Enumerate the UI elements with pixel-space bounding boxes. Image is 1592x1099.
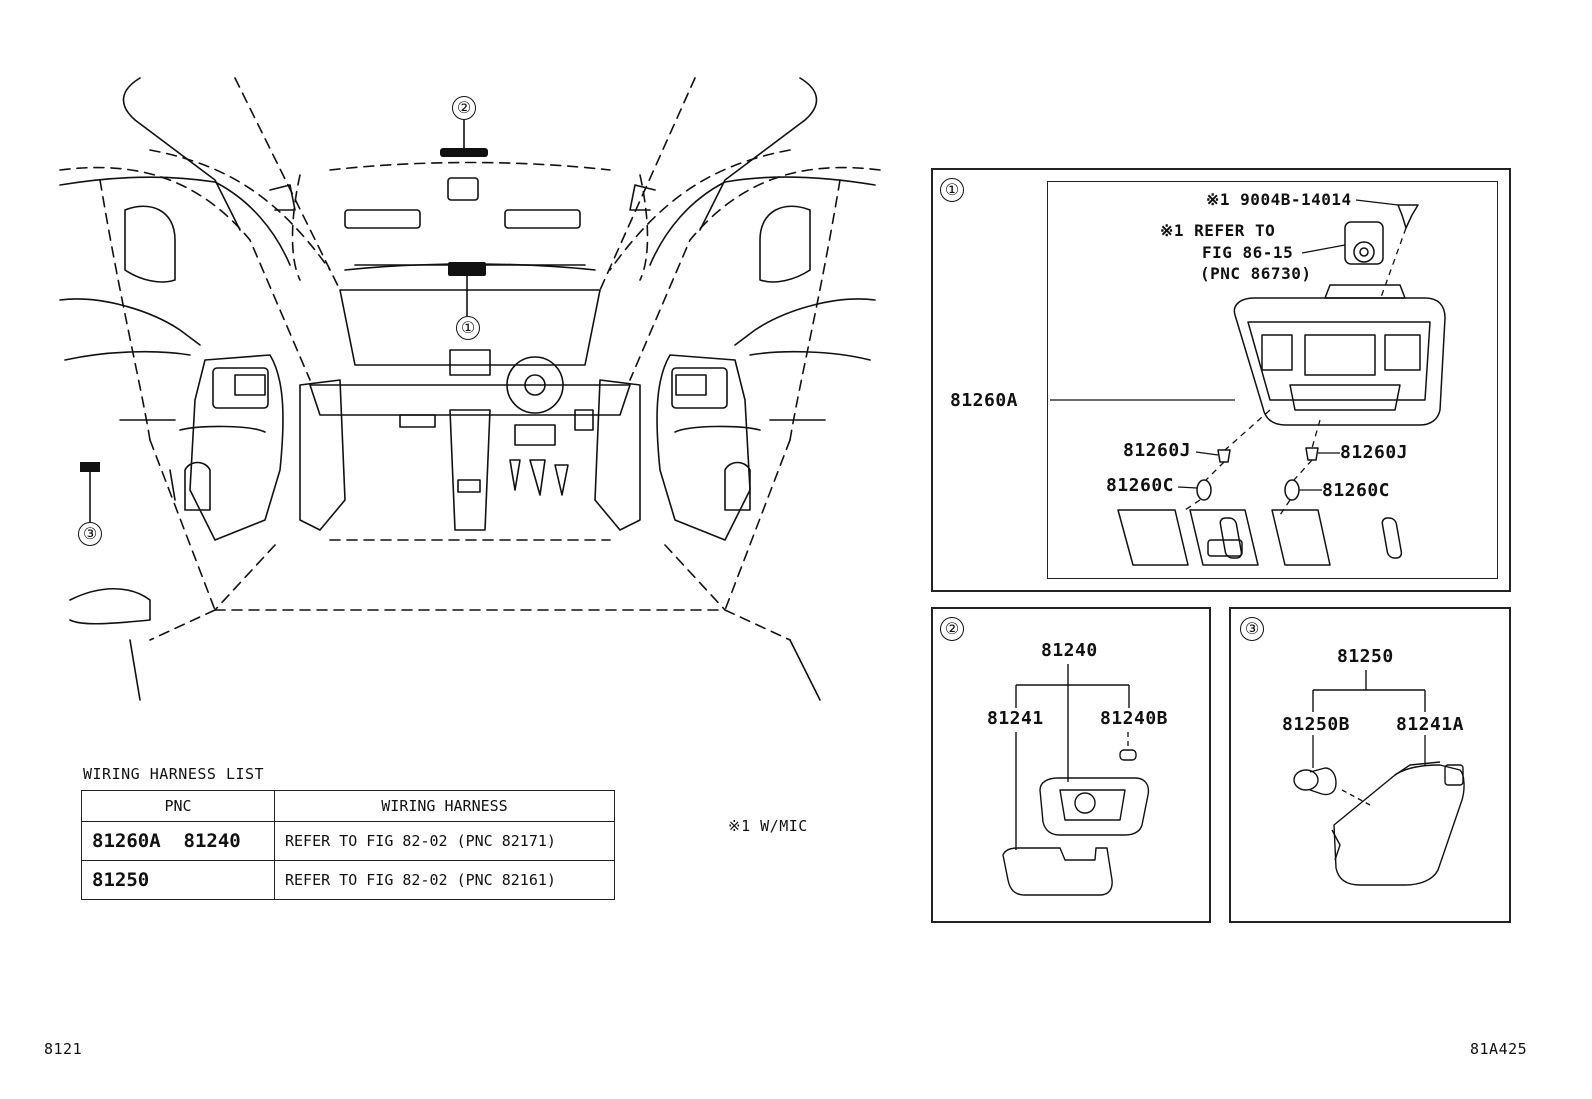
harness-list-title: WIRING HARNESS LIST <box>83 765 265 783</box>
harness-table: PNC WIRING HARNESS 81260A 81240 REFER TO… <box>81 790 615 900</box>
panel-1-inner-box <box>1047 181 1498 579</box>
harness-header-pnc: PNC <box>81 790 275 822</box>
left-front-door <box>189 354 284 541</box>
panel-3-marker: ③ <box>1240 617 1264 641</box>
mic-refer-line-1: ※1 REFER TO <box>1160 221 1276 240</box>
callout-3-marker: ③ <box>78 522 102 546</box>
windshield <box>339 289 601 366</box>
harness-row-ref: REFER TO FIG 82-02 (PNC 82171) <box>274 821 615 861</box>
dashboard <box>309 384 631 416</box>
right-front-door <box>656 354 751 541</box>
table-row: 81260A 81240 REFER TO FIG 82-02 (PNC 821… <box>81 821 615 861</box>
bulb-left-part-number: 81260C <box>1106 475 1175 496</box>
panel-1-room-lamp <box>931 168 1511 592</box>
panel-2-map-lamp <box>931 607 1211 923</box>
callout-2-marker: ② <box>452 96 476 120</box>
socket-left-part-number: 81260J <box>1123 440 1192 461</box>
map-lamp-location-bar <box>448 262 486 276</box>
luggage-lamp-lens-part-number: 81241A <box>1396 714 1465 735</box>
harness-row-ref: REFER TO FIG 82-02 (PNC 82161) <box>274 860 615 900</box>
socket-right-part-number: 81260J <box>1340 442 1409 463</box>
left-a-pillar <box>122 77 241 231</box>
map-lamp-bulb-part-number: 81240B <box>1100 708 1169 729</box>
room-lamp-location-bar <box>440 148 488 157</box>
callout-1-marker: ① <box>456 316 480 340</box>
panel-1-marker: ① <box>940 178 964 202</box>
left-body-line <box>59 176 291 266</box>
luggage-lamp-location-bar <box>80 462 100 472</box>
panel-2-marker: ② <box>940 617 964 641</box>
bulb-right-part-number: 81260C <box>1322 480 1391 501</box>
harness-row-pnc: 81260A 81240 <box>81 821 275 861</box>
panel-3-luggage-lamp <box>1229 607 1511 923</box>
map-lamp-lens-part-number: 81241 <box>987 708 1044 729</box>
harness-row-pnc: 81250 <box>81 860 275 900</box>
vehicle-interior-drawing <box>59 77 881 701</box>
page-code-left: 8121 <box>44 1040 83 1058</box>
mic-refer-line-3: (PNC 86730) <box>1200 264 1312 283</box>
luggage-lamp-bulb-part-number: 81250B <box>1282 714 1351 735</box>
table-row: 81250 REFER TO FIG 82-02 (PNC 82161) <box>81 860 615 900</box>
clip-part-number: ※1 9004B-14014 <box>1206 190 1352 209</box>
page-code-right: 81A425 <box>1470 1040 1528 1058</box>
map-lamp-assy-part-number: 81240 <box>1041 640 1098 661</box>
mic-refer-line-2: FIG 86-15 <box>1202 243 1294 262</box>
footnote-w-mic: ※1 W/MIC <box>728 817 808 835</box>
luggage-lamp-assy-part-number: 81250 <box>1337 646 1394 667</box>
harness-header-wiring: WIRING HARNESS <box>274 790 615 822</box>
lamp-assy-part-number: 81260A <box>950 390 1019 411</box>
right-a-pillar <box>699 77 818 231</box>
center-console <box>449 409 491 531</box>
right-body-line <box>649 176 876 266</box>
